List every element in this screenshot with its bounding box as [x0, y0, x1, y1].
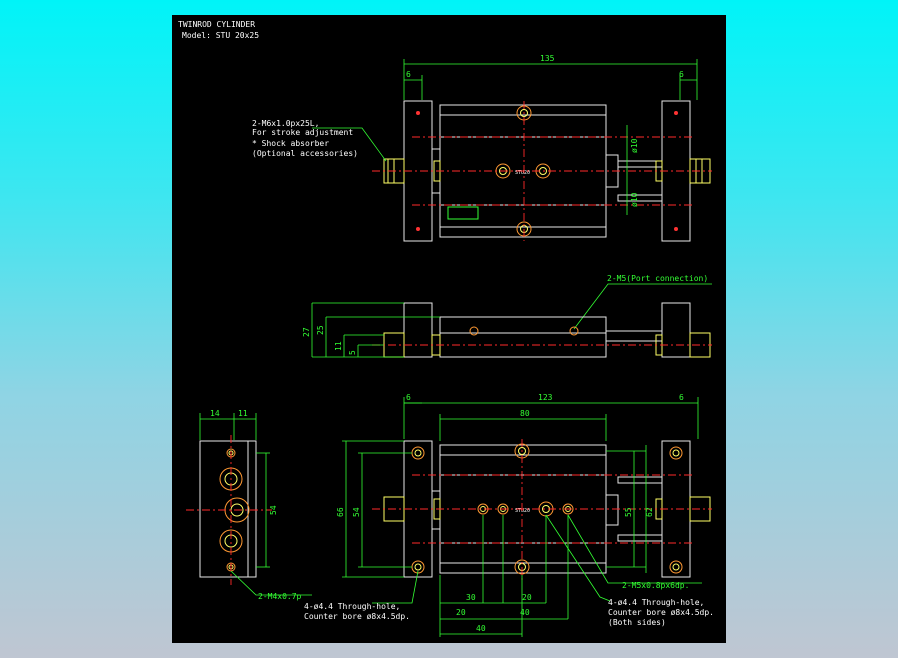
- dim-40-upper: 40: [520, 608, 530, 617]
- bottom-view: 123 6 6 80 STU20: [304, 393, 714, 637]
- drawing-model: Model: STU 20x25: [182, 31, 259, 40]
- cad-drawing: TWINROD CYLINDER Model: STU 20x25 135 6 …: [178, 20, 714, 637]
- drawing-title: TWINROD CYLINDER: [178, 20, 255, 29]
- bottom-note-right-3: (Both sides): [608, 618, 666, 627]
- dim-20-right: 20: [522, 593, 532, 602]
- dim-80: 80: [520, 409, 530, 418]
- dim-11-front: 11: [238, 409, 248, 418]
- bottom-body-label: STU20: [515, 508, 530, 514]
- dim-5: 5: [348, 350, 357, 355]
- top-note-1: 2-M6x1.0px25L,: [252, 119, 319, 128]
- nameplate: [447, 206, 479, 220]
- top-note-2: For stroke adjustment: [252, 128, 353, 137]
- bottom-note-left-2: Counter bore ø8x4.5dp.: [304, 612, 410, 621]
- dim-62: 62: [645, 507, 654, 517]
- bottom-note-right-1: 4-ø4.4 Through-hole,: [608, 598, 704, 607]
- dim-rod-lower: ø10: [630, 192, 639, 207]
- cad-drawing-canvas: TWINROD CYLINDER Model: STU 20x25 135 6 …: [172, 15, 726, 643]
- top-note-3: * Shock absorber: [252, 139, 329, 148]
- bottom-note-left-1: 4-ø4.4 Through-hole,: [304, 602, 400, 611]
- dim-rod-upper: ø10: [630, 138, 639, 153]
- dim-55: 55: [624, 507, 633, 517]
- front-tap-note: 2-M4x0.7p: [258, 592, 302, 601]
- dim-27: 27: [302, 327, 311, 337]
- top-note-4: (Optional accessories): [252, 149, 358, 158]
- dim-135: 135: [540, 54, 555, 63]
- dim-25: 25: [316, 325, 325, 335]
- dim-6-bottom-left: 6: [406, 393, 411, 402]
- dim-54-bottom: 54: [352, 507, 361, 517]
- dim-123: 123: [538, 393, 553, 402]
- front-view: 14 11 54 2-M4x0.7p: [186, 409, 312, 601]
- top-body-label: STU20: [515, 170, 530, 176]
- dim-40-lower: 40: [476, 624, 486, 633]
- side-body: [439, 316, 607, 358]
- side-right-plate: [661, 302, 691, 358]
- dim-30: 30: [466, 593, 476, 602]
- bottom-note-right-2: Counter bore ø8x4.5dp.: [608, 608, 714, 617]
- side-left-plate: [403, 302, 433, 358]
- dim-66: 66: [336, 507, 345, 517]
- dim-6-right: 6: [679, 70, 684, 79]
- dim-14: 14: [210, 409, 220, 418]
- top-view: 135 6 6: [252, 54, 712, 242]
- front-plate: [199, 440, 257, 578]
- dim-11: 11: [334, 341, 343, 351]
- dim-54-front: 54: [269, 505, 278, 515]
- side-port-note: 2-M5(Port connection): [607, 274, 708, 283]
- dim-20-left: 20: [456, 608, 466, 617]
- dim-6-left: 6: [406, 70, 411, 79]
- dim-6-bottom-right: 6: [679, 393, 684, 402]
- side-view: 2-M5(Port connection) 27 25 11 5: [302, 274, 712, 358]
- bottom-m5-note: 2-M5x0.8px6dp.: [622, 581, 689, 590]
